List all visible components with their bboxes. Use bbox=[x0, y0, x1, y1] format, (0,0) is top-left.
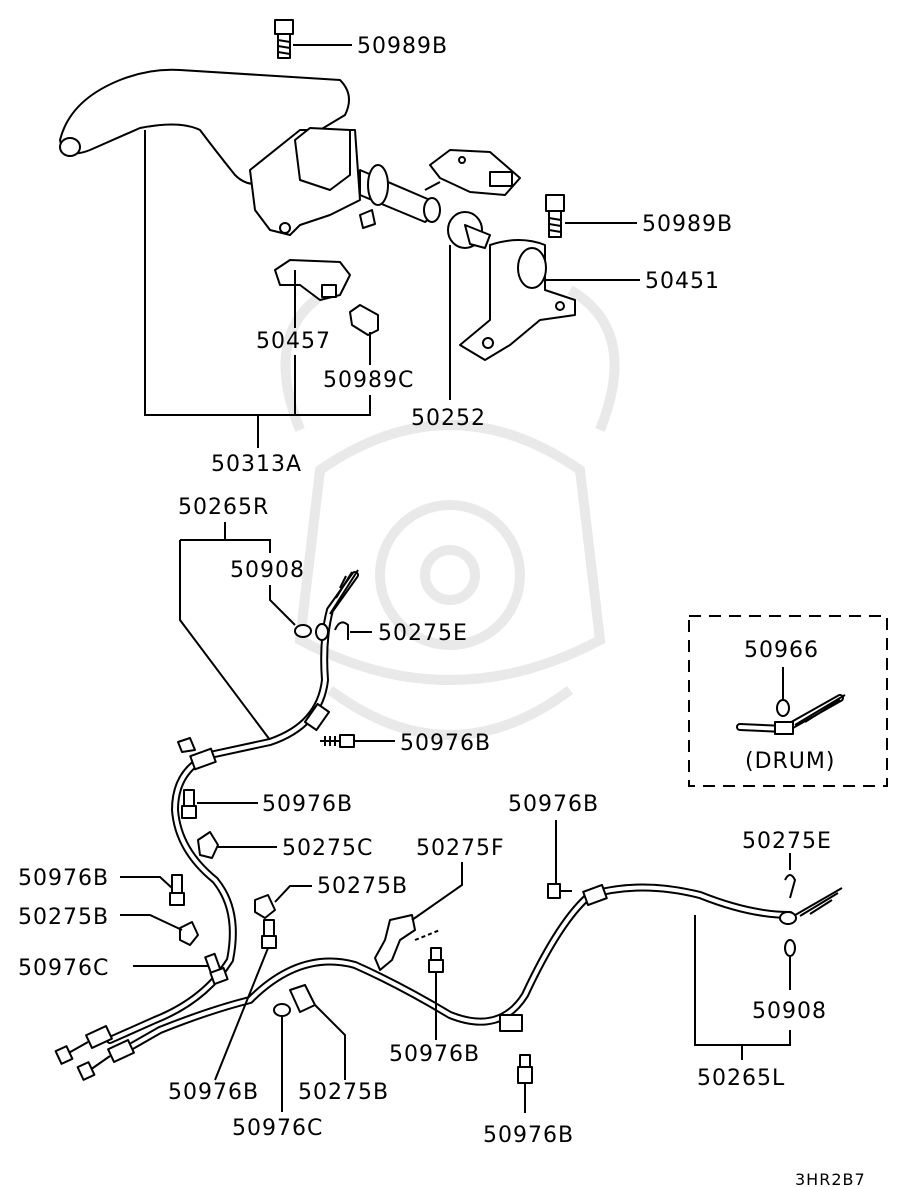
clip-50275e-right bbox=[784, 874, 797, 899]
label-50976c-left: 50976C bbox=[18, 956, 109, 981]
clip-50908-top bbox=[294, 624, 312, 638]
clamp-50275b-bottom bbox=[289, 984, 316, 1013]
bolt-50976b-mid bbox=[261, 919, 277, 949]
label-50976b-bottom-center: 50976B bbox=[483, 1123, 574, 1148]
label-50976b-left-vertical: 50976B bbox=[262, 792, 353, 817]
label-50976b-bottom-left: 50976B bbox=[168, 1080, 259, 1105]
label-50976b-center: 50976B bbox=[389, 1042, 480, 1067]
clip-50275e-top bbox=[334, 621, 349, 640]
label-50908-top: 50908 bbox=[230, 558, 305, 583]
diagram-code: 3HR2B7 bbox=[795, 1170, 866, 1187]
label-50976b-right: 50976B bbox=[508, 792, 599, 817]
label-50275e-right: 50275E bbox=[742, 829, 832, 854]
bolt-50976c-bottom bbox=[273, 1003, 291, 1017]
label-50451: 50451 bbox=[645, 269, 720, 294]
bolt-50976c-left bbox=[204, 952, 229, 986]
label-50275b-left: 50275B bbox=[18, 905, 109, 930]
label-50275b-mid: 50275B bbox=[317, 874, 408, 899]
bolt-50976b-center bbox=[428, 947, 444, 973]
bolt-50976b-left bbox=[169, 874, 185, 906]
label-50966: 50966 bbox=[744, 638, 819, 663]
bolt-50976b-right bbox=[547, 883, 572, 899]
label-50265l: 50265L bbox=[697, 1066, 785, 1091]
bolt-50976b-bottom-center bbox=[517, 1054, 533, 1084]
clip-50908-right bbox=[784, 939, 796, 957]
lever-assembly-drawing bbox=[59, 68, 521, 236]
watermark-emblem bbox=[280, 285, 620, 740]
clamp-50275b-left bbox=[179, 921, 199, 946]
label-50252: 50252 bbox=[411, 406, 486, 431]
clip-50457 bbox=[274, 259, 351, 301]
label-50313a: 50313A bbox=[211, 452, 302, 477]
clamp-50275c bbox=[197, 831, 219, 859]
switch-50252 bbox=[447, 211, 491, 249]
drum-cable-end bbox=[736, 694, 846, 735]
clamp-50275b-mid bbox=[254, 894, 276, 919]
label-50989b-right: 50989B bbox=[642, 212, 733, 237]
bolt-50989b-top bbox=[274, 19, 294, 59]
label-50989b-top: 50989B bbox=[357, 34, 448, 59]
drum-caption: (DRUM) bbox=[745, 749, 835, 774]
bolt-50976b-upper bbox=[320, 734, 355, 748]
label-50275c: 50275C bbox=[282, 836, 373, 861]
label-50989c: 50989C bbox=[323, 368, 414, 393]
cable-50265l bbox=[76, 883, 843, 1081]
label-50457: 50457 bbox=[256, 329, 331, 354]
label-50976b-upper: 50976B bbox=[400, 731, 491, 756]
cable-50265r bbox=[54, 569, 359, 1065]
bolt-50989c bbox=[349, 304, 379, 336]
label-50275f: 50275F bbox=[416, 836, 505, 861]
label-50275b-bottom: 50275B bbox=[298, 1080, 389, 1105]
bolt-50989b-right bbox=[545, 194, 565, 238]
label-50976c-bottom: 50976C bbox=[232, 1116, 323, 1141]
label-50265r: 50265R bbox=[178, 495, 269, 520]
label-50275e-top: 50275E bbox=[378, 621, 468, 646]
drum-inset-box bbox=[688, 615, 888, 787]
bolt-50976b-left-vertical bbox=[181, 789, 197, 819]
label-50976b-left: 50976B bbox=[18, 866, 109, 891]
bracket-50451 bbox=[459, 239, 576, 361]
label-50908-right: 50908 bbox=[752, 999, 827, 1024]
